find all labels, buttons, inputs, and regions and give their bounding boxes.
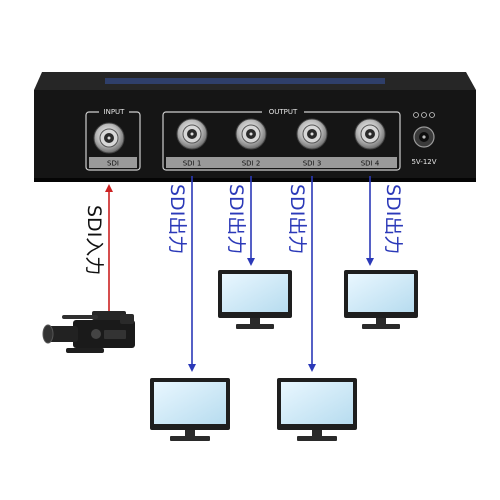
output-port-label-plate [166,157,397,168]
input-port-label-plate [89,157,137,168]
output-annotation-2: SDI出力 [225,184,247,254]
monitor-icon [218,270,292,329]
device-bottom-edge [34,178,476,182]
output-group: OUTPUT SDI 1 SDI 2 SDI 3 SDI 4 [162,107,401,171]
splitter-device: INPUT SDI OUTPUT SDI 1 SDI 2 SDI 3 SDI 4 [34,72,476,182]
output-label-bg [262,107,304,116]
input-group-label: INPUT [104,108,126,116]
power-label: 5V-12V [411,158,436,166]
bnc-connector-icon [93,122,125,154]
input-annotation: SDI入力 [83,205,105,275]
bnc-connector-icon [296,118,328,150]
bnc-connector-icon [235,118,267,150]
bnc-connector-icon [354,118,386,150]
device-top-label-strip [105,78,385,84]
input-port-label: SDI [107,160,119,168]
output-port-label-4: SDI 4 [361,160,380,168]
input-group: INPUT SDI [85,107,141,171]
input-label-bg [99,107,129,116]
output-annotation-4: SDI出力 [382,184,404,254]
output-port-label-3: SDI 3 [303,160,322,168]
output-annotation-1: SDI出力 [166,184,188,254]
output-arrows [188,176,374,372]
monitor-icon [344,270,418,329]
monitor-icon [277,378,357,441]
dc-jack-icon [413,112,435,148]
output-port-label-2: SDI 2 [242,160,261,168]
bnc-connector-icon [176,118,208,150]
output-port-label-1: SDI 1 [183,160,202,168]
monitor-icon [150,378,230,441]
output-annotation-3: SDI出力 [286,184,308,254]
camcorder-icon [42,311,135,353]
output-group-label: OUTPUT [269,108,298,116]
